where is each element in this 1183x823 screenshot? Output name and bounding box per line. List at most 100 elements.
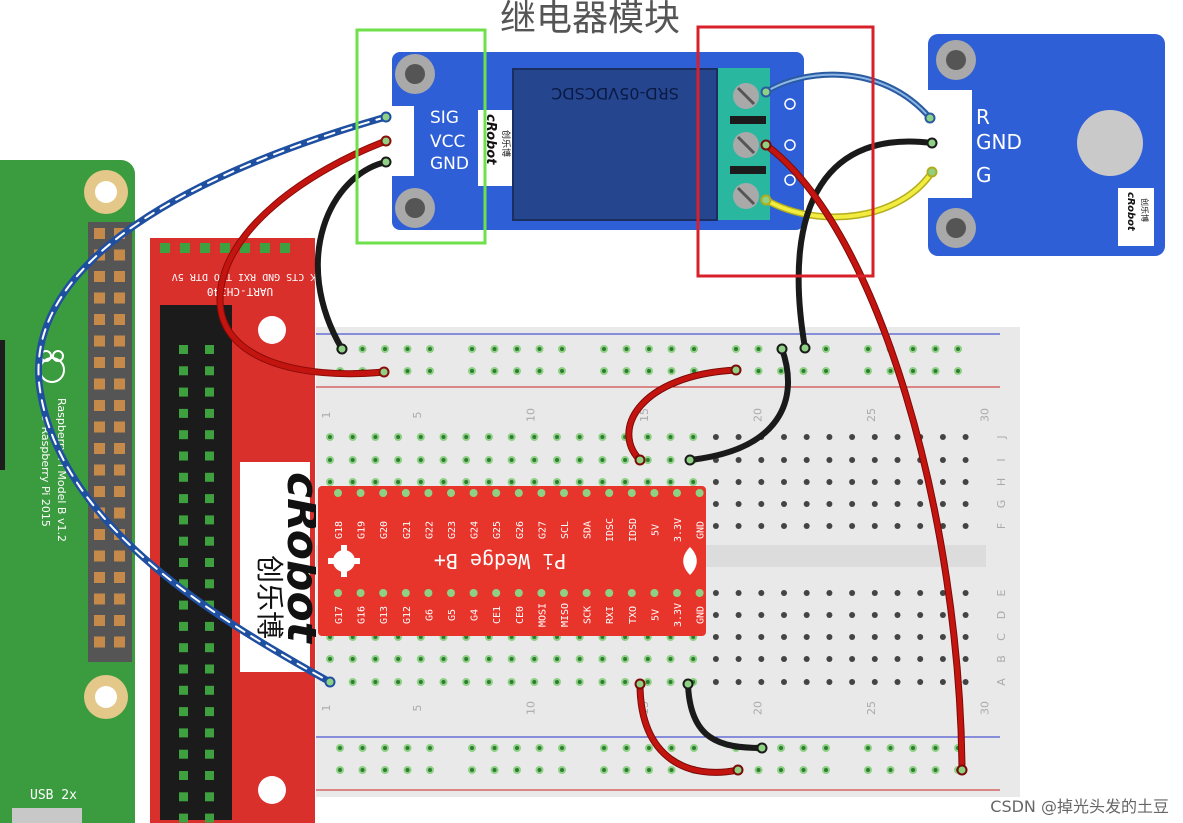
row-letter: A [995, 678, 1008, 686]
rail-hole-center [383, 347, 387, 351]
wedge-top-pin-label: G20 [379, 521, 390, 539]
breadboard-hole [735, 501, 742, 507]
breadboard-hole [712, 656, 719, 662]
pi-gpio-pin [94, 615, 105, 626]
wedge-bottom-pin-label: G6 [424, 609, 435, 621]
wire-endpoint [634, 454, 646, 466]
wedge-bottom-pin [695, 589, 704, 597]
breadboard-hole [758, 590, 765, 596]
breadboard-hole [803, 656, 810, 662]
rail-hole-center [824, 768, 828, 772]
breadboard-hole-center [441, 458, 446, 462]
wedge-bottom-pin-label: G4 [470, 609, 481, 621]
pi-gpio-pin [114, 421, 125, 433]
pi-gpio-pin [94, 400, 105, 411]
breadboard-hole-center [373, 458, 378, 462]
breadboard-hole [962, 434, 969, 440]
breadboard-hole [758, 679, 765, 685]
rail-hole-center [692, 746, 696, 750]
cobbler-pin [179, 494, 188, 504]
cobbler-pin [205, 813, 214, 823]
cobbler-pin [179, 536, 188, 546]
breadboard-hole [962, 457, 969, 463]
rail-hole-center [602, 347, 606, 351]
rail-hole-center [624, 746, 629, 750]
uart-pin-labels: BLK CTS GND RXI TXO DTR 5V [172, 271, 329, 282]
wedge-bottom-pin-label: G16 [357, 606, 368, 624]
breadboard-hole-center [328, 435, 332, 439]
contact-symbol [784, 98, 796, 110]
breadboard-hole-center [509, 657, 514, 661]
pi-gpio-pin [94, 486, 105, 497]
wire-endpoint [756, 742, 768, 754]
contact-symbol [784, 174, 796, 186]
rail-hole-center [824, 369, 828, 373]
breadboard-hole [826, 457, 833, 463]
breadboard-hole [781, 501, 787, 507]
wire-endpoint [378, 366, 390, 378]
cobbler-pin [179, 408, 188, 418]
cobbler-pin [205, 643, 214, 653]
led-pin-label: GND [976, 130, 1022, 154]
breadboard-hole-center [328, 657, 332, 661]
breadboard-hole-center [509, 435, 514, 439]
terminal-screw-slot [736, 135, 756, 155]
breadboard-hole-center [418, 480, 423, 484]
wire-endpoint [682, 678, 694, 690]
cobbler-pin [179, 387, 188, 397]
pi-gpio-pin [114, 636, 125, 648]
wedge-top-pin-label: G26 [515, 521, 526, 539]
cobbler-pin [205, 558, 214, 567]
wire-endpoint [956, 764, 968, 776]
rail-hole-center [537, 369, 542, 373]
rail-hole-center [866, 347, 870, 351]
breadboard-hole [939, 457, 946, 463]
breadboard-hole [962, 634, 969, 640]
breadboard-hole [826, 434, 833, 440]
relay-pin-label: GND [430, 154, 469, 174]
pi-gpio-pin [114, 593, 125, 605]
breadboard-hole-center [645, 657, 650, 661]
rail-hole-center [956, 369, 960, 373]
wedge-bottom-pin-label: G5 [447, 609, 458, 621]
pi-gpio-pin [114, 378, 125, 390]
led-brand: cRobot [1125, 192, 1136, 232]
breadboard-hole-center [555, 435, 559, 439]
rail-hole-center [338, 768, 342, 772]
led-logo-panel [1118, 188, 1154, 246]
wedge-bottom-pin [356, 589, 365, 597]
rail-hole-center [405, 347, 410, 351]
breadboard-hole-center [486, 458, 491, 462]
relay-header [392, 106, 414, 176]
cobbler-pin [205, 728, 214, 738]
uart-pin [260, 243, 270, 253]
wedge-bottom-pin [334, 589, 342, 597]
breadboard-hole [758, 634, 765, 640]
wedge-bottom-pin [401, 589, 410, 597]
breadboard-hole [939, 434, 946, 440]
breadboard-hole-center [668, 458, 673, 462]
wedge-top-pin [469, 489, 478, 497]
cobbler-pin [205, 515, 214, 525]
led-pin-label: G [976, 163, 992, 187]
relay-contact-symbols [784, 98, 796, 186]
rail-hole-center [911, 746, 915, 750]
wedge-bottom-pin [627, 589, 636, 597]
breadboard-hole [939, 479, 946, 485]
breadboard-hole [871, 523, 878, 529]
breadboard-hole [849, 679, 856, 685]
pi-gpio-pin [94, 464, 105, 476]
breadboard-hole-center [396, 435, 401, 439]
cobbler-pin [205, 707, 214, 717]
pi-gpio-pin [94, 271, 105, 282]
breadboard-hole [712, 501, 719, 507]
breadboard-hole [803, 679, 810, 685]
breadboard-hole [735, 457, 742, 463]
rail-hole-center [560, 768, 564, 772]
rail-hole-center [602, 369, 606, 373]
wire-endpoints [324, 86, 968, 776]
breadboard-hole-center [441, 680, 446, 684]
